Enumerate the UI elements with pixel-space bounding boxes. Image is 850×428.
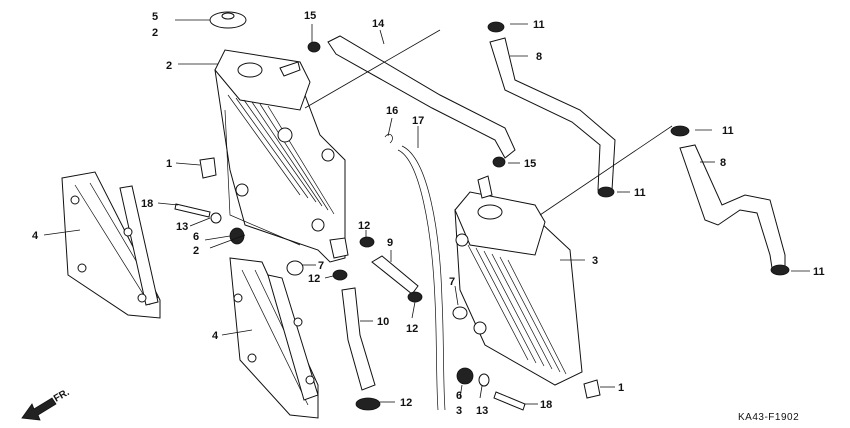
callout-1-left: 1 (166, 158, 172, 170)
callout-4-center: 4 (212, 330, 219, 342)
callout-9: 9 (387, 237, 393, 249)
hose-8-right (679, 144, 786, 269)
callout-7-right: 7 (449, 276, 455, 288)
callout-4-left: 4 (32, 230, 39, 242)
callout-10: 10 (377, 316, 389, 328)
callout-3-right: 3 (592, 255, 598, 267)
left-shroud (61, 171, 161, 319)
hose-14 (327, 35, 516, 159)
callout-12-b: 12 (308, 273, 320, 285)
callout-15-top: 15 (304, 10, 316, 22)
direction-label: FR. (52, 387, 72, 405)
callout-7-left: 7 (318, 260, 324, 272)
leader-lines (43, 19, 810, 405)
callout-12-d: 12 (400, 397, 412, 409)
callout-labels: 5 2 2 15 14 11 8 16 17 11 8 15 11 1 18 1… (32, 10, 825, 417)
right-radiator (454, 175, 583, 386)
callout-15-mid: 15 (524, 158, 536, 170)
callout-5: 5 (152, 11, 158, 23)
radiator-cap-5 (209, 11, 247, 29)
callout-11-mid: 11 (634, 187, 646, 199)
clamps (307, 21, 790, 411)
bolts-grommets (174, 133, 601, 411)
hose-9 (371, 255, 419, 295)
callout-11-top: 11 (533, 19, 545, 31)
callout-13-left: 13 (176, 221, 188, 233)
hose-17 (397, 145, 446, 411)
callout-12-a: 12 (358, 220, 370, 232)
center-shroud (229, 257, 319, 419)
callout-14: 14 (372, 18, 385, 30)
callout-8-upper: 8 (536, 51, 542, 63)
hose-8-upper (489, 37, 616, 191)
callout-12-c: 12 (406, 323, 418, 335)
callout-3-bottom: 3 (456, 405, 462, 417)
callout-6-right: 6 (456, 390, 462, 402)
callout-6-left: 6 (193, 231, 199, 243)
callout-18-right: 18 (540, 399, 552, 411)
callout-8-right: 8 (720, 157, 726, 169)
callout-11-right-top: 11 (722, 125, 734, 137)
callout-13-right: 13 (476, 405, 488, 417)
callout-1-right: 1 (618, 382, 624, 394)
callout-11-bottom: 11 (813, 266, 825, 278)
diagram-code: KA43-F1902 (738, 412, 799, 423)
left-radiator (214, 49, 349, 263)
callout-17: 17 (412, 115, 424, 127)
callout-2-left: 2 (193, 245, 199, 257)
callout-2-radiator: 2 (166, 60, 172, 72)
callout-18-left: 18 (141, 198, 153, 210)
front-direction-arrow: FR. (21, 387, 72, 421)
callout-2-cap: 2 (152, 27, 158, 39)
callout-16: 16 (386, 105, 398, 117)
hose-10 (341, 287, 376, 391)
